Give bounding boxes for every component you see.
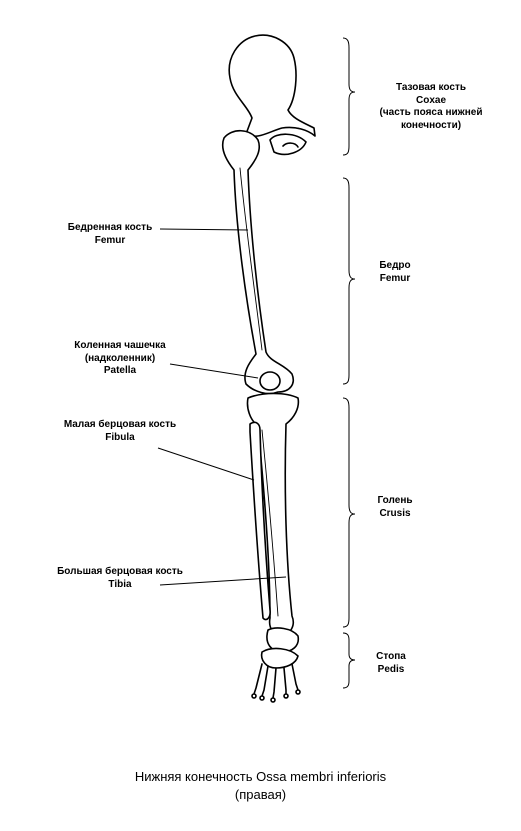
patella-pointer-line bbox=[169, 363, 259, 379]
crus-label-ru: Голень bbox=[377, 495, 413, 506]
crus-brace bbox=[342, 397, 356, 628]
fibula-label: Малая берцовая кость Fibula bbox=[50, 419, 190, 444]
pelvis-label-note-2: конечности) bbox=[400, 119, 462, 131]
pedis-label-latin: Pedis bbox=[377, 663, 405, 675]
femur-pointer-line bbox=[159, 228, 249, 231]
caption-title: Нижняя конечность Ossa membri inferioris bbox=[134, 769, 387, 784]
patella-bone bbox=[259, 371, 281, 391]
tibia-label-ru: Большая берцовая кость bbox=[57, 566, 183, 577]
fibula-label-latin: Fibula bbox=[105, 431, 135, 443]
thigh-label-latin: Femur bbox=[379, 272, 411, 284]
pelvis-label-ru: Тазовая кость bbox=[395, 82, 467, 93]
femur-label-ru: Бедренная кость bbox=[67, 222, 153, 233]
tibia-pointer-line bbox=[159, 576, 287, 586]
fibula-pointer-line bbox=[157, 447, 255, 481]
pelvis-label-latin: Coxae bbox=[415, 94, 446, 106]
thigh-label-ru: Бедро bbox=[379, 260, 411, 271]
pedis-label: Стопа Pedis bbox=[356, 651, 426, 676]
tibia-label-latin: Tibia bbox=[108, 578, 132, 590]
femur-bone bbox=[221, 129, 294, 395]
figure-caption: Нижняя конечность Ossa membri inferioris… bbox=[0, 768, 521, 803]
ankle-bones bbox=[266, 627, 300, 653]
patella-label-latin: Patella bbox=[103, 365, 137, 376]
femur-label: Бедренная кость Femur bbox=[50, 222, 170, 247]
patella-label-note: (надколенник) bbox=[84, 352, 156, 364]
pedis-brace bbox=[342, 632, 356, 689]
thigh-brace bbox=[342, 177, 356, 385]
tibia-label: Большая берцовая кость Tibia bbox=[40, 566, 200, 591]
patella-label-ru: Коленная чашечка bbox=[74, 340, 166, 351]
femur-label-latin: Femur bbox=[94, 234, 126, 246]
pedis-label-ru: Стопа bbox=[376, 651, 406, 662]
thigh-label: Бедро Femur bbox=[360, 260, 430, 285]
fibula-label-ru: Малая берцовая кость bbox=[63, 419, 177, 430]
patella-label: Коленная чашечка (надколенник) Patella bbox=[60, 340, 180, 378]
pelvis-bone bbox=[228, 34, 316, 137]
fibula-bone bbox=[249, 421, 271, 621]
crus-label: Голень Crusis bbox=[360, 495, 430, 520]
pelvis-label: Тазовая кость Coxae (часть пояса нижней … bbox=[356, 82, 506, 132]
foot-bones bbox=[253, 663, 299, 699]
caption-subtitle: (правая) bbox=[234, 786, 287, 802]
pelvis-brace bbox=[342, 37, 356, 156]
crus-label-latin: Crusis bbox=[379, 507, 411, 519]
pelvis-label-note: (часть пояса нижней bbox=[379, 107, 483, 118]
